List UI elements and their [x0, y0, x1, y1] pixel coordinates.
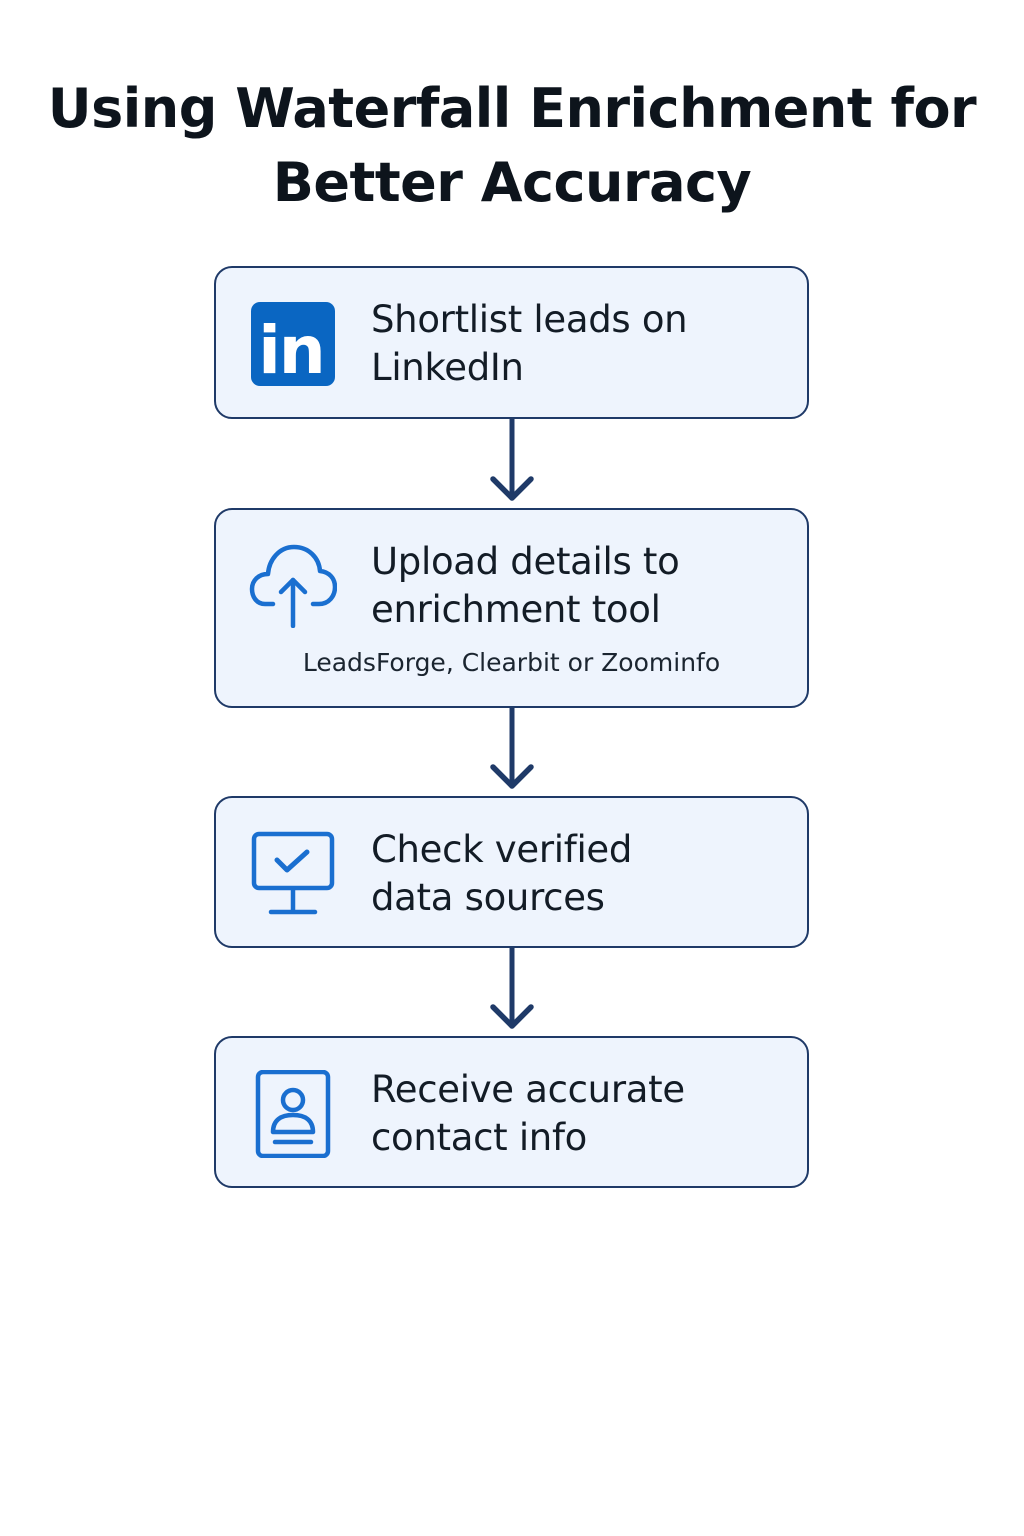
step-label-line-2: enrichment tool [371, 588, 661, 631]
monitor-check-icon [251, 831, 335, 915]
step-label-line-1: Upload details to [371, 540, 680, 583]
contact-card-icon [255, 1070, 331, 1158]
title-line-2: Better Accuracy [272, 151, 752, 214]
step-label-line-2: data sources [371, 876, 605, 919]
step-label-line-2: LinkedIn [371, 346, 524, 389]
arrow-down-icon [490, 419, 534, 501]
step-receive-contact: Receive accurate contact info [214, 1036, 809, 1188]
svg-text:in: in [258, 312, 324, 388]
linkedin-icon: in [251, 302, 335, 388]
cloud-upload-icon [249, 544, 337, 628]
step-upload-details: Upload details to enrichment tool LeadsF… [214, 508, 809, 708]
step-label: Upload details to enrichment tool [371, 538, 680, 634]
diagram-title: Using Waterfall Enrichment for Better Ac… [40, 72, 984, 220]
step-label-line-2: contact info [371, 1116, 588, 1159]
step-label-line-1: Shortlist leads on [371, 298, 688, 341]
step-sublabel-tools: LeadsForge, Clearbit or Zoominfo [302, 648, 721, 677]
title-line-1: Using Waterfall Enrichment for [47, 77, 977, 140]
step-label-line-1: Receive accurate [371, 1068, 685, 1111]
step-shortlist-leads: in Shortlist leads on LinkedIn [214, 266, 809, 419]
step-label-line-1: Check verified [371, 828, 633, 871]
step-label: Check verified data sources [371, 826, 632, 922]
step-check-sources: Check verified data sources [214, 796, 809, 948]
step-label: Receive accurate contact info [371, 1066, 685, 1162]
arrow-down-icon [490, 947, 534, 1029]
arrow-down-icon [490, 707, 534, 789]
step-label: Shortlist leads on LinkedIn [371, 296, 688, 392]
